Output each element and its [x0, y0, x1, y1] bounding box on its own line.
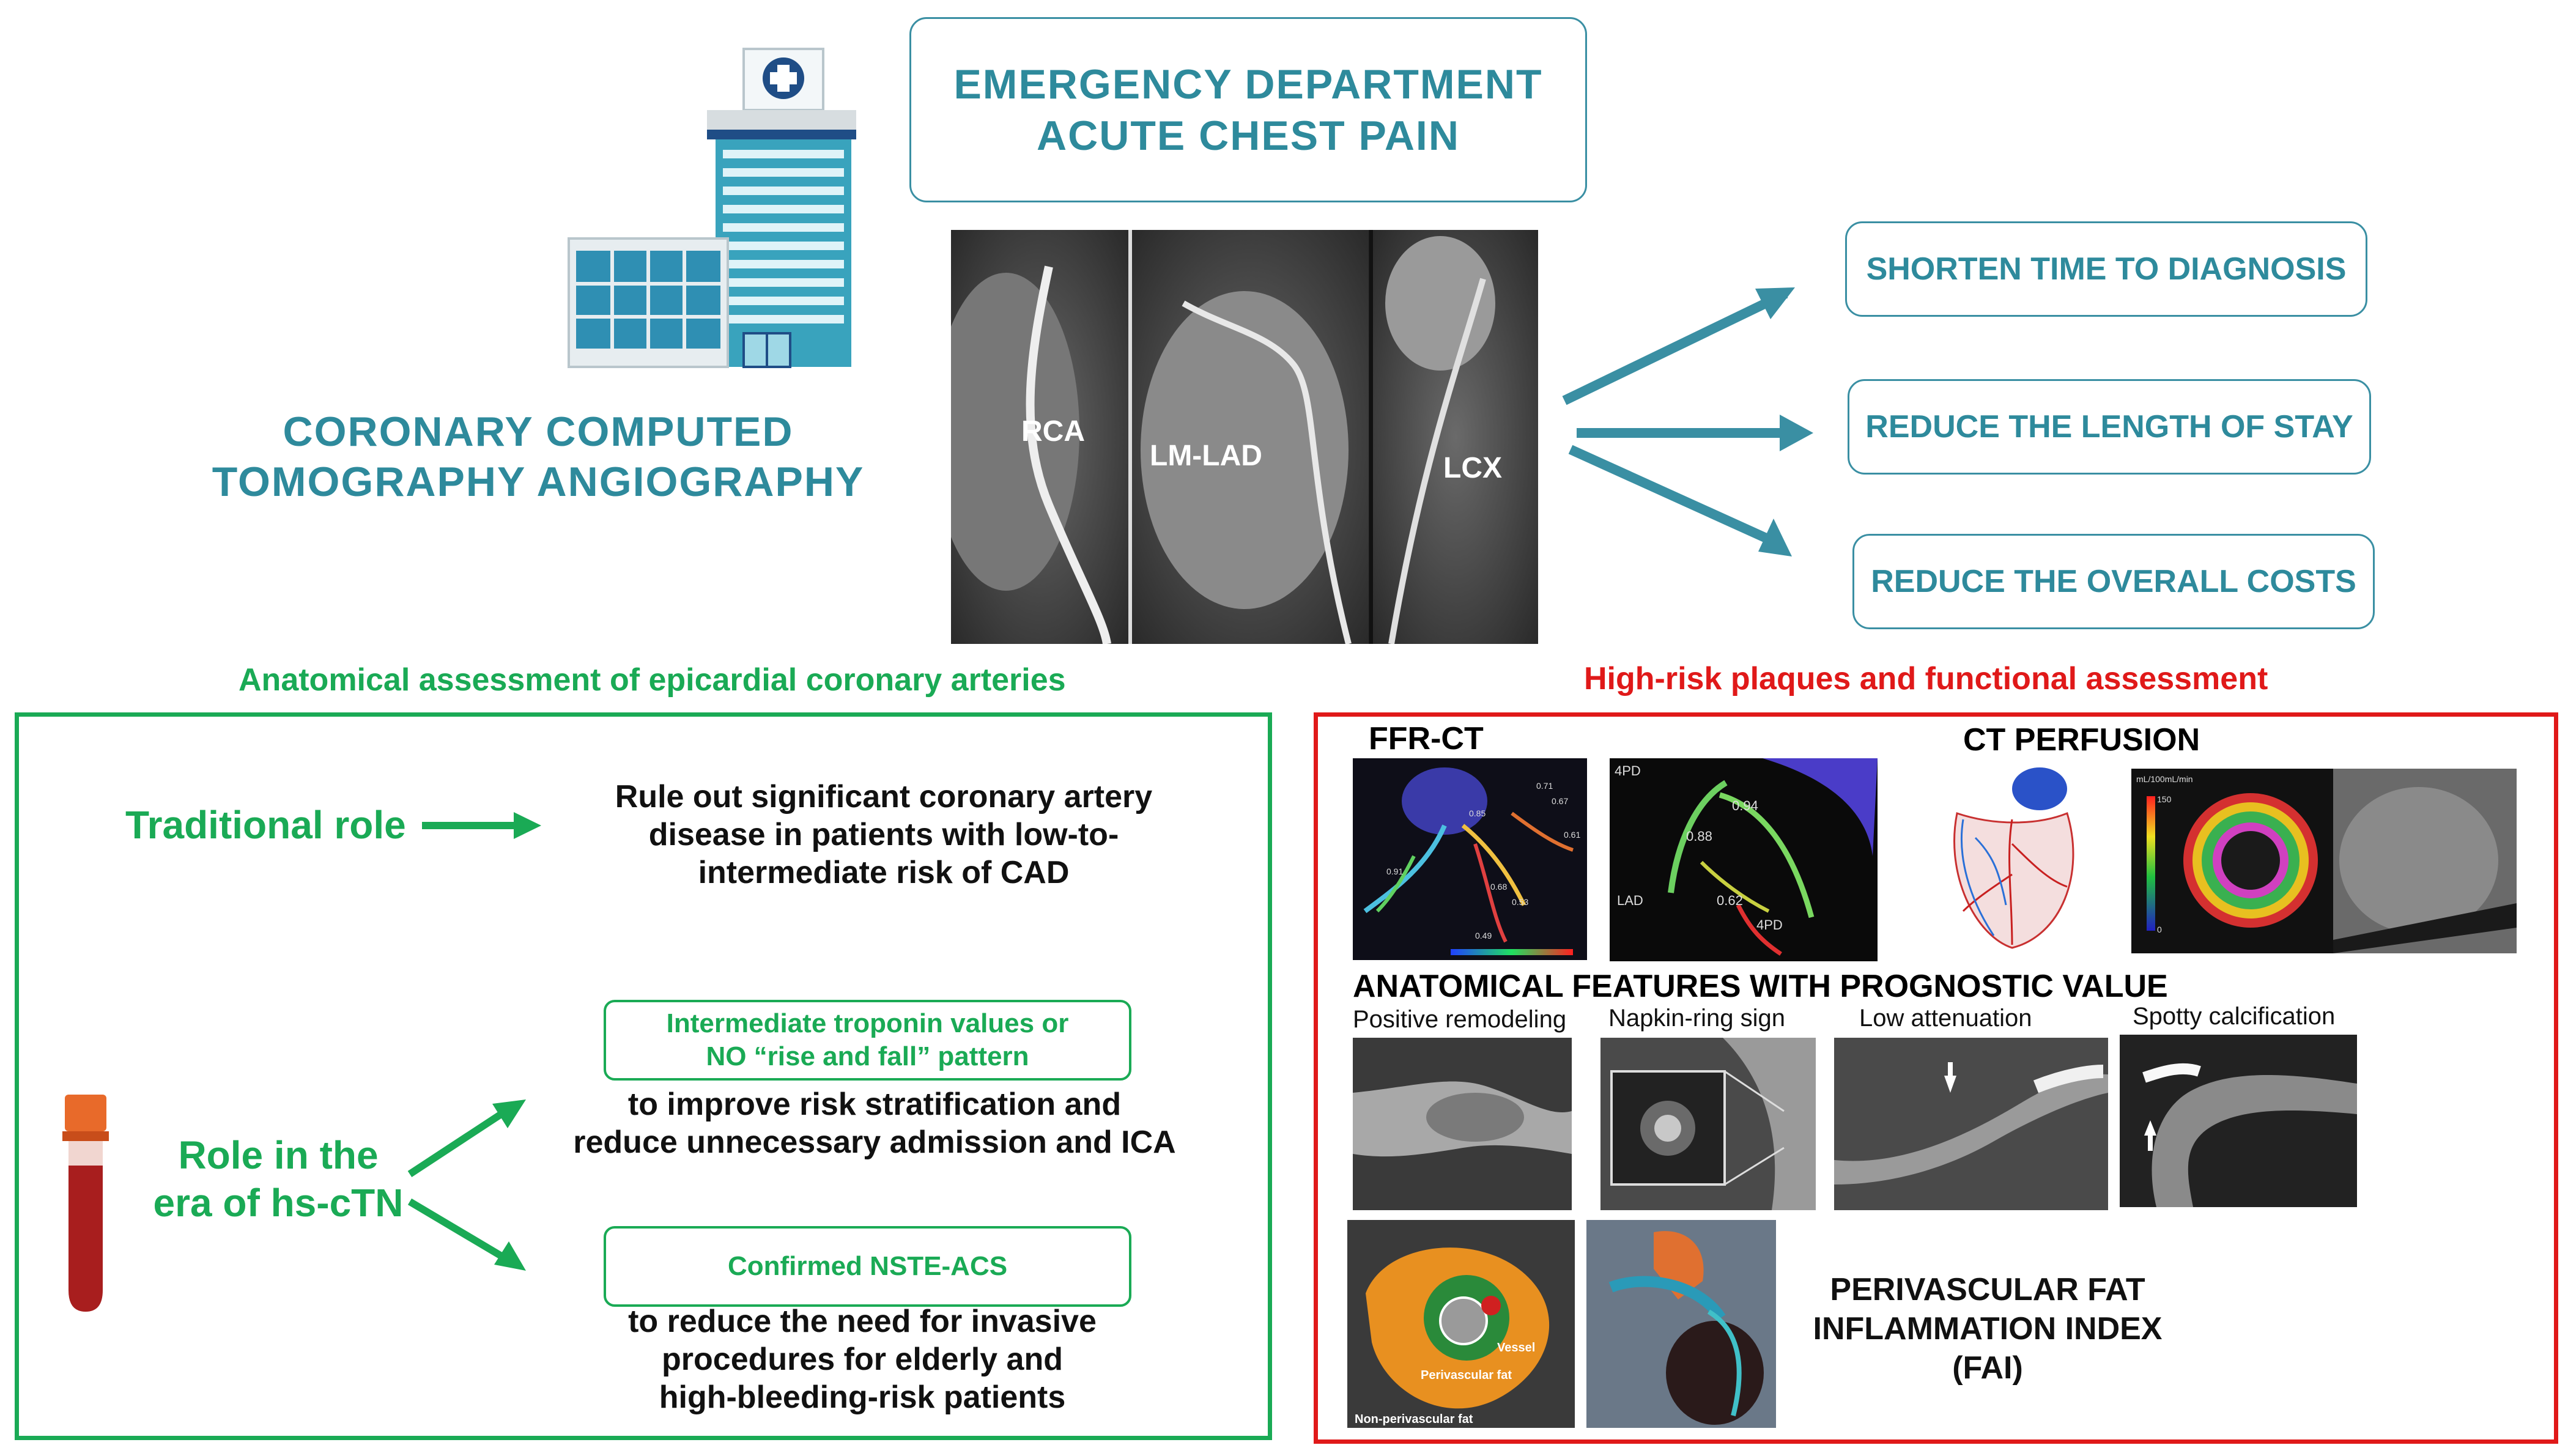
anatomical-assessment-panel — [15, 712, 1272, 1440]
role-branch-arrows — [407, 1099, 526, 1271]
outcome-shorten-time: SHORTEN TIME TO DIAGNOSIS — [1845, 221, 2367, 317]
box1-text-line2: reduce unnecessary admission and ICA — [573, 1125, 1176, 1160]
box2-text-line3: high-bleeding-risk patients — [659, 1380, 1066, 1415]
hospital-icon — [568, 48, 856, 368]
troponin-box: Intermediate troponin values or NO “rise… — [604, 1000, 1131, 1081]
angio-label-lcx: LCX — [1443, 452, 1502, 484]
fai-title-line2: INFLAMMATION INDEX — [1813, 1311, 2163, 1347]
fai-title-line1: PERIVASCULAR FAT — [1830, 1272, 2145, 1307]
feature-caption-3: Low attenuation — [1859, 1005, 2032, 1032]
traditional-text-line1: Rule out significant coronary artery — [615, 779, 1153, 815]
outcome-label-3: REDUCE THE OVERALL COSTS — [1871, 564, 2356, 599]
feature-caption-1: Positive remodeling — [1353, 1006, 1567, 1033]
traditional-text-line2: disease in patients with low-to- — [648, 817, 1119, 852]
box2-line1: Confirmed NSTE-ACS — [727, 1251, 1008, 1281]
traditional-text-line3: intermediate risk of CAD — [698, 855, 1070, 890]
perfusion-scale-unit: mL/100mL/min — [2136, 774, 2193, 784]
outcome-reduce-stay: REDUCE THE LENGTH OF STAY — [1848, 379, 2371, 475]
feature-caption-2: Napkin-ring sign — [1608, 1005, 1786, 1032]
functional-assessment-panel — [1314, 712, 2558, 1444]
fai-image-2 — [1586, 1220, 1776, 1428]
outcome-label-1: SHORTEN TIME TO DIAGNOSIS — [1866, 251, 2347, 287]
invasive-procedures-text: to reduce the need for invasive procedur… — [526, 1303, 1199, 1416]
outcome-reduce-costs: REDUCE THE OVERALL COSTS — [1852, 534, 2375, 629]
ffr-b-label-5: 4PD — [1756, 917, 1783, 933]
ffr-ct-title: FFR-CT — [1369, 721, 1484, 756]
ffr-b-label-0: 4PD — [1615, 763, 1641, 778]
traditional-role-text: Rule out significant coronary artery dis… — [550, 778, 1217, 892]
ffr-a-value-6: 0.68 — [1490, 882, 1507, 892]
ffr-a-value-4: 0.91 — [1386, 867, 1403, 876]
ffr-a-value-3: 0.61 — [1564, 830, 1580, 840]
traditional-role-arrow — [422, 812, 541, 839]
ffr-b-label-1: 0.94 — [1732, 798, 1758, 813]
ct-perfusion-title: CT PERFUSION — [1963, 722, 2200, 758]
blood-tube-icon — [62, 1095, 109, 1312]
fai-label-perivascular: Perivascular fat — [1421, 1369, 1512, 1382]
ffr-b-label-3: LAD — [1617, 893, 1643, 908]
ccta-title-line2: TOMOGRAPHY ANGIOGRAPHY — [212, 459, 865, 505]
traditional-role-label: Traditional role — [125, 803, 406, 847]
fai-title-line3: (FAI) — [1952, 1350, 2023, 1386]
ccta-title-line1: CORONARY COMPUTED — [283, 408, 794, 455]
ffr-ct-image-2: 4PD 0.94 0.88 LAD 0.62 4PD — [1610, 758, 1878, 961]
title-line2: ACUTE CHEST PAIN — [1037, 112, 1460, 159]
ct-perfusion-map: mL/100mL/min 150 0 — [2131, 769, 2517, 953]
emergency-department-box: EMERGENCY DEPARTMENT ACUTE CHEST PAIN — [909, 17, 1587, 202]
box2-text-line1: to reduce the need for invasive — [628, 1304, 1097, 1339]
ffr-a-value-5: 0.53 — [1512, 897, 1528, 907]
box2-text-line2: procedures for elderly and — [662, 1342, 1063, 1377]
ccta-angiography-image: RCA LM-LAD LCX — [951, 230, 1538, 644]
fai-image-1: Vessel Perivascular fat Non-perivascular… — [1347, 1220, 1575, 1428]
section-title-right: High-risk plaques and functional assessm… — [1584, 661, 2268, 697]
ccta-title: CORONARY COMPUTED TOMOGRAPHY ANGIOGRAPHY — [183, 407, 893, 507]
box1-line1: Intermediate troponin values or — [666, 1008, 1069, 1038]
ffr-a-value-7: 0.49 — [1475, 931, 1492, 940]
low-attenuation-image — [1834, 1038, 2108, 1210]
ffr-a-value-0: 0.71 — [1536, 781, 1553, 791]
coronary-tree-image — [1953, 767, 2074, 949]
fai-label-vessel: Vessel — [1497, 1341, 1535, 1354]
ffr-a-value-1: 0.67 — [1552, 796, 1568, 806]
outcome-label-2: REDUCE THE LENGTH OF STAY — [1865, 409, 2353, 445]
spotty-calcification-image — [2120, 1035, 2357, 1207]
ffr-b-label-2: 0.88 — [1686, 829, 1712, 844]
ffr-ct-image-1: 0.71 0.67 0.85 0.61 0.91 0.53 0.68 0.49 — [1353, 758, 1587, 960]
outcome-arrows — [1562, 287, 1813, 556]
ffr-a-value-2: 0.85 — [1469, 808, 1486, 818]
section-title-left: Anatomical assessment of epicardial coro… — [239, 662, 1066, 698]
box1-text-line1: to improve risk stratification and — [627, 1087, 1122, 1122]
napkin-ring-image — [1600, 1038, 1816, 1210]
positive-remodeling-image — [1353, 1038, 1572, 1210]
feature-caption-4: Spotty calcification — [2133, 1003, 2336, 1030]
fai-title: PERIVASCULAR FAT INFLAMMATION INDEX (FAI… — [1774, 1270, 2202, 1388]
risk-stratification-text: to improve risk stratification and reduc… — [538, 1085, 1211, 1161]
ffr-b-label-4: 0.62 — [1717, 893, 1743, 908]
box1-line2: NO “rise and fall” pattern — [706, 1041, 1029, 1071]
perfusion-scale-max: 150 — [2157, 794, 2172, 804]
angio-label-lmlad: LM-LAD — [1150, 440, 1262, 472]
anatomical-features-title: ANATOMICAL FEATURES WITH PROGNOSTIC VALU… — [1353, 969, 2168, 1004]
role-line2: era of hs-cTN — [153, 1181, 404, 1225]
title-line1: EMERGENCY DEPARTMENT — [953, 61, 1543, 108]
nste-acs-box: Confirmed NSTE-ACS — [604, 1226, 1131, 1307]
role-hs-ctn-label: Role in the era of hs-cTN — [141, 1131, 416, 1227]
role-line1: Role in the — [178, 1133, 379, 1177]
angio-label-rca: RCA — [1021, 415, 1085, 448]
fai-label-non-perivascular: Non-perivascular fat — [1355, 1413, 1473, 1426]
perfusion-scale-min: 0 — [2157, 925, 2162, 934]
